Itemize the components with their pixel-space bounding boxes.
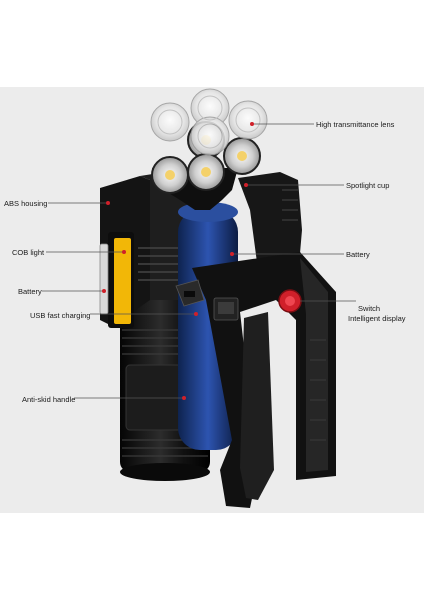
label-spotlight-cup: Spotlight cup [346, 181, 390, 190]
label-switch: Switch [358, 304, 381, 313]
intelligent-display [213, 297, 239, 321]
cob-light-panel [99, 232, 134, 328]
label-cob-light: COB light [12, 248, 45, 257]
label-battery-right: Battery [346, 250, 370, 259]
switch-button [278, 289, 302, 313]
high-transmittance-lens [150, 88, 268, 156]
label-battery-left: Battery [18, 287, 42, 296]
label-high-transmittance-lens: High transmittance lens [316, 120, 395, 129]
label-intelligent-display: Intelligent display [348, 314, 406, 323]
label-usb-fast-charging: USB fast charging [30, 311, 91, 320]
usb-port [175, 279, 205, 307]
label-abs-housing: ABS housing [4, 199, 48, 208]
leader-lines [42, 123, 356, 399]
label-anti-skid-handle: Anti-skid handle [22, 395, 76, 404]
leader-dots [102, 122, 254, 400]
